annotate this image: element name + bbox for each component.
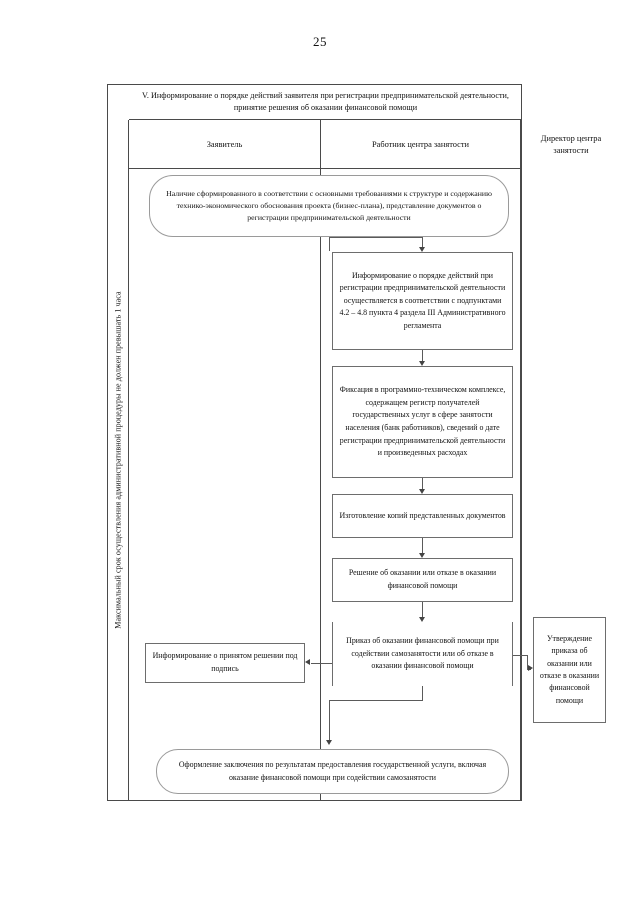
swimlane-header-applicant-label: Заявитель — [206, 139, 243, 149]
arrow-inform-to-fix — [419, 361, 425, 366]
node-registry-record: Фиксация в программно-техническом компле… — [332, 366, 513, 478]
node-order: Приказ об оказании финансовой помощи при… — [332, 622, 513, 686]
node-start-text: Наличие сформированного в соответствии с… — [166, 188, 492, 223]
connector-start-down — [329, 237, 330, 251]
node-notify-applicant: Информирование о принятом решении под по… — [145, 643, 305, 683]
swimlane-header-employee-label: Работник центра занятости — [371, 139, 470, 149]
arrow-order-to-approve — [528, 665, 533, 671]
node-start: Наличие сформированного в соответствии с… — [149, 175, 509, 237]
connector-order-to-approve-h1 — [512, 655, 528, 656]
node-decision-text: Решение об оказании или отказе в оказани… — [348, 568, 497, 590]
node-informing-text: Информирование о порядке действий при ре… — [339, 270, 506, 330]
flowchart-title: V. Информирование о порядке действий зая… — [129, 85, 522, 120]
arrow-decision-to-order — [419, 617, 425, 622]
page-number: 25 — [313, 34, 327, 49]
swimlane-header-employee: Работник центра занятости — [320, 120, 520, 169]
connector-order-to-approve-v — [527, 655, 528, 669]
swimlane-divider-2 — [520, 120, 521, 800]
node-registry-record-text: Фиксация в программно-техническом компле… — [339, 385, 506, 458]
connector-order-left — [329, 700, 423, 701]
node-order-text: Приказ об оказании финансовой помощи при… — [346, 636, 499, 671]
flowchart-title-text: V. Информирование о порядке действий зая… — [142, 90, 509, 112]
duration-note-text: Максимальный срок осуществления админист… — [113, 291, 123, 629]
connector-copy-to-decision — [422, 538, 423, 553]
connector-order-to-notify — [311, 663, 333, 664]
node-make-copies: Изготовление копий представленных докуме… — [332, 494, 513, 538]
node-final-conclusion-text: Оформление заключения по результатам пре… — [178, 760, 487, 782]
swimlane-header-director-label: Директор центра занятости — [540, 133, 602, 155]
node-approve-order: Утверждение приказа об оказании или отка… — [533, 617, 606, 723]
swimlane-header-director: Директор центра занятости — [521, 120, 621, 169]
arrow-fix-to-copy — [419, 489, 425, 494]
connector-order-down — [422, 686, 423, 700]
node-make-copies-text: Изготовление копий представленных докуме… — [339, 510, 506, 520]
arrow-order-to-notify — [305, 659, 310, 665]
connector-to-final — [329, 700, 330, 740]
swimlane-divider-1 — [320, 120, 321, 800]
node-notify-applicant-text: Информирование о принятом решении под по… — [152, 651, 298, 673]
node-approve-order-text: Утверждение приказа об оказании или отка… — [539, 633, 600, 705]
node-informing: Информирование о порядке действий при ре… — [332, 252, 513, 350]
arrow-copy-to-decision — [419, 553, 425, 558]
swimlane-header-row: Заявитель Работник центра занятости — [129, 120, 522, 169]
swimlane-header-applicant: Заявитель — [129, 120, 320, 169]
arrow-start-to-inform — [419, 247, 425, 252]
arrow-to-final — [326, 740, 332, 745]
node-final-conclusion: Оформление заключения по результатам пре… — [156, 749, 509, 794]
flowchart-frame — [107, 84, 522, 801]
node-decision: Решение об оказании или отказе в оказани… — [332, 558, 513, 602]
connector-fix-to-copy — [422, 478, 423, 489]
connector-start-to-inform — [422, 237, 423, 249]
connector-start-right — [329, 237, 423, 238]
connector-decision-to-order — [422, 602, 423, 617]
connector-inform-to-fix — [422, 350, 423, 361]
duration-note-strip: Максимальный срок осуществления админист… — [108, 120, 129, 800]
